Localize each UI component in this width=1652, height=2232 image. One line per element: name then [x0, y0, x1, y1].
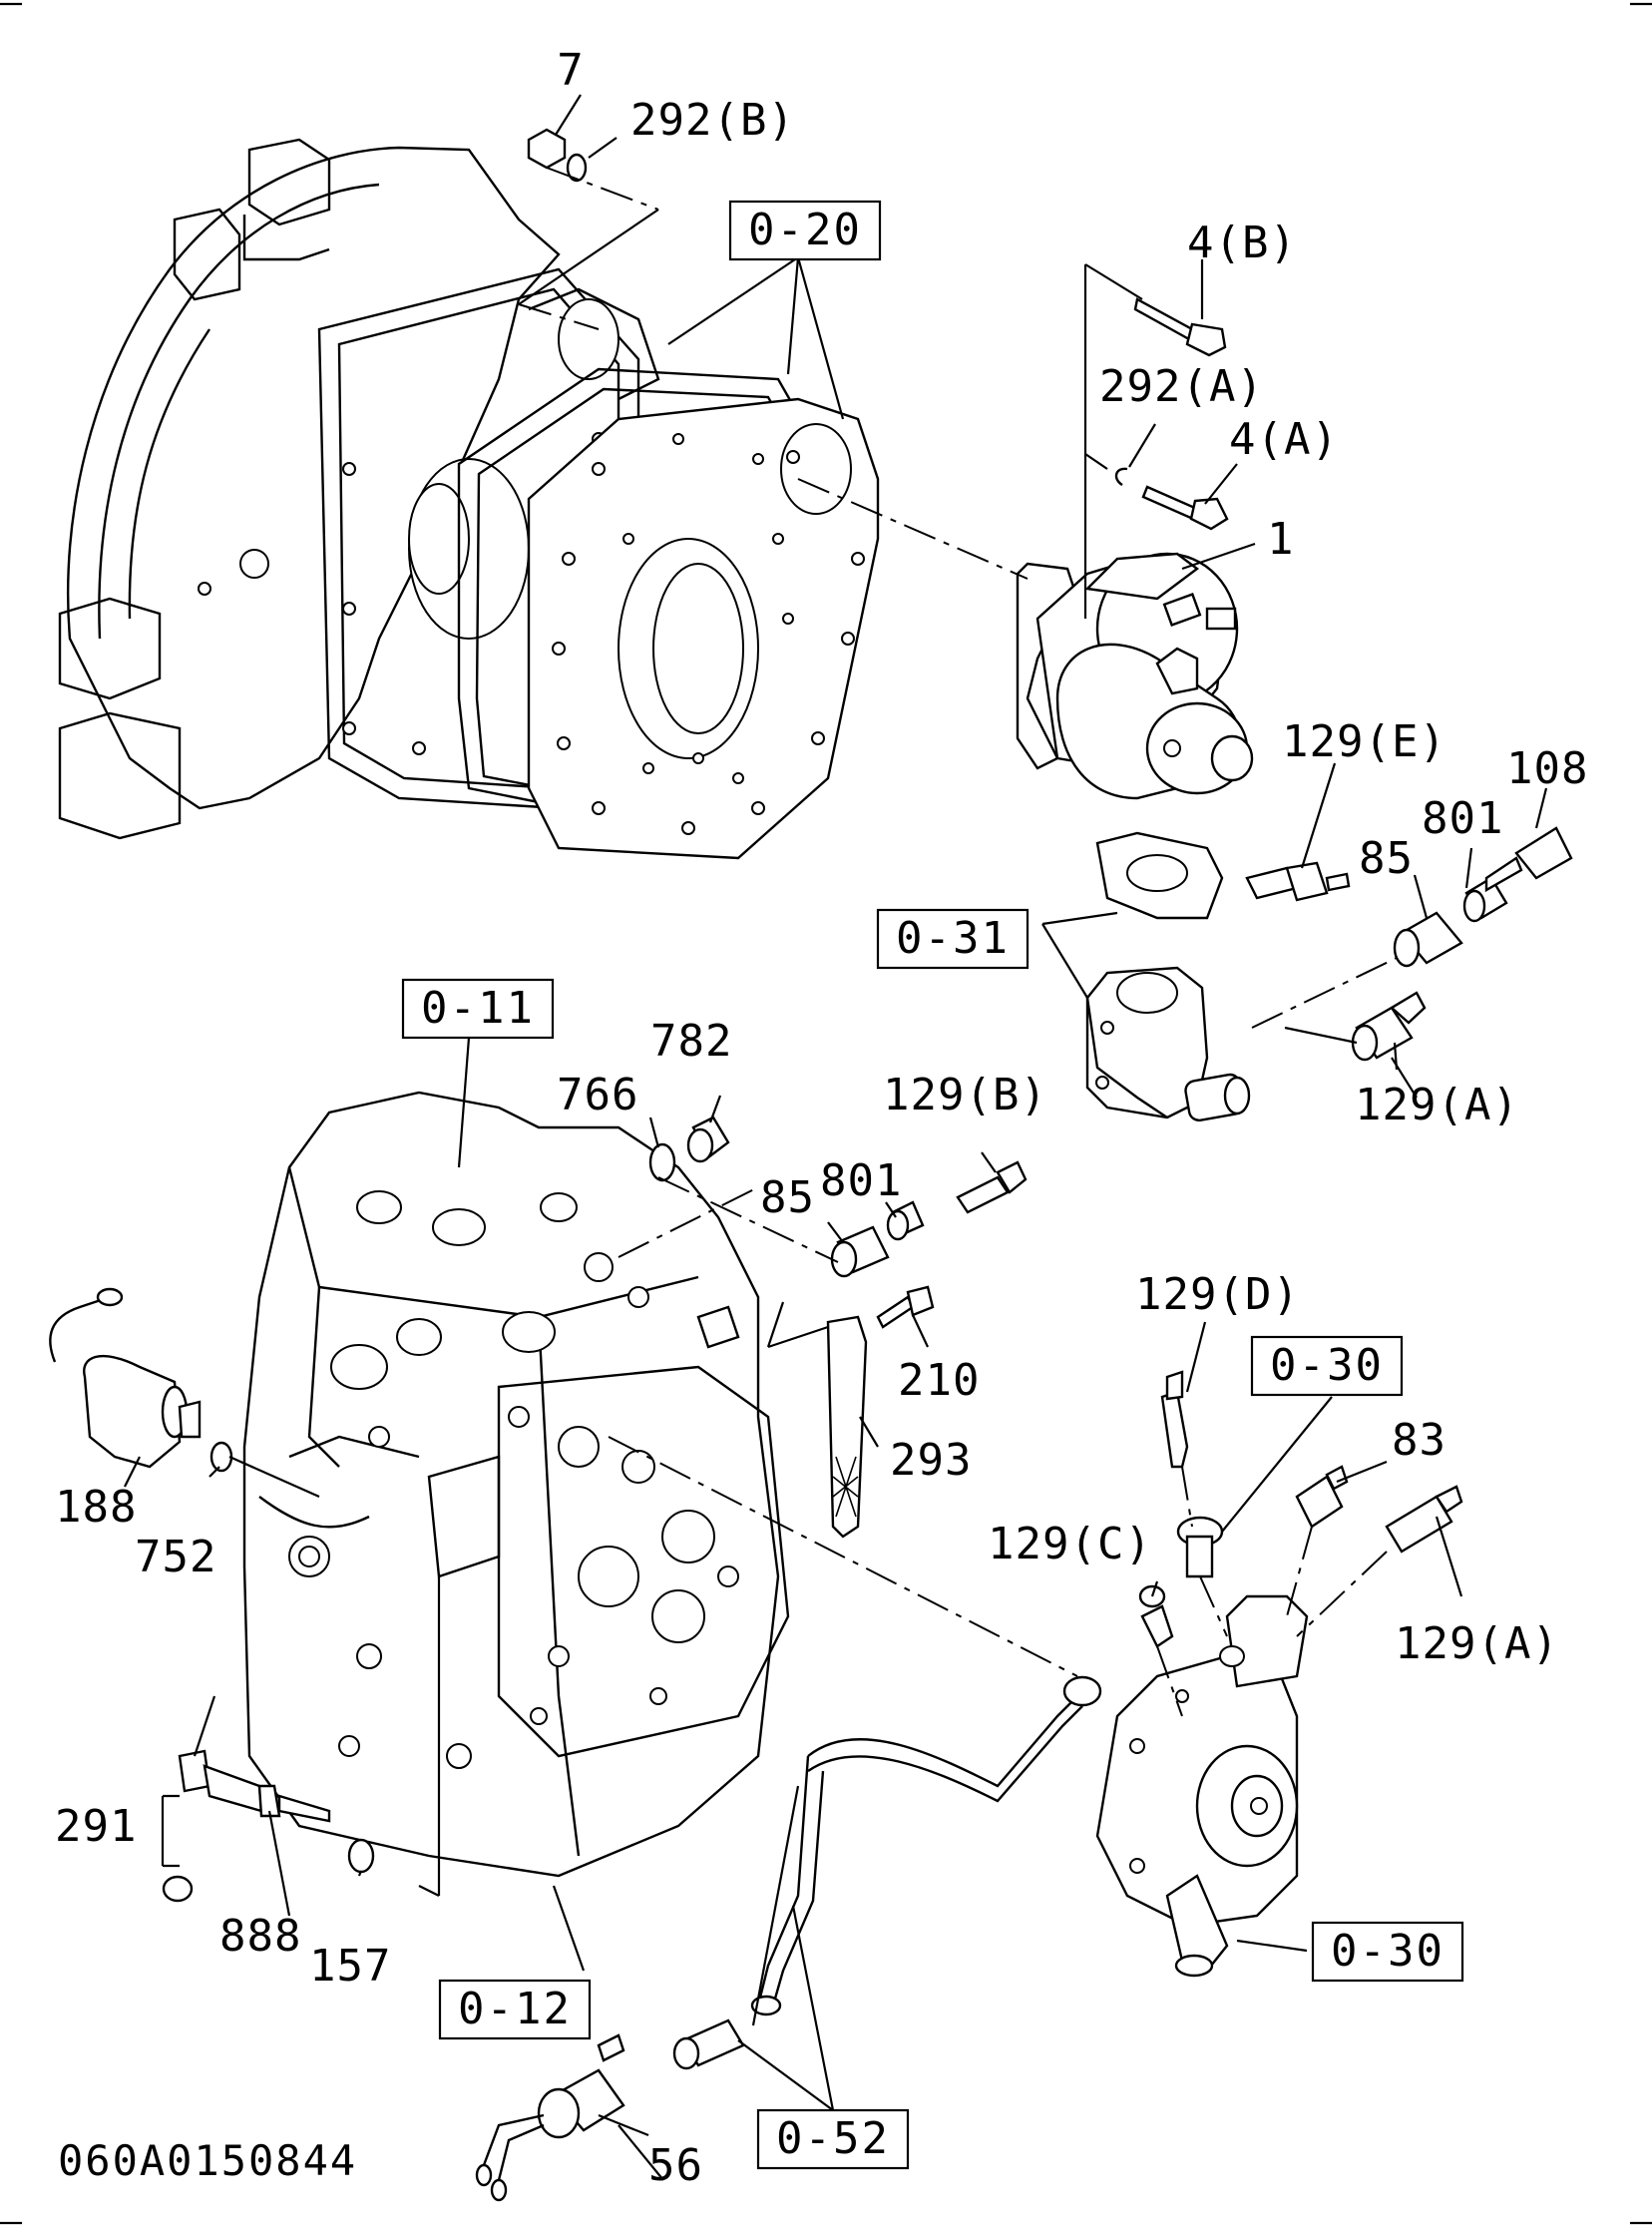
- pump-sender-cluster: [1138, 1370, 1463, 1717]
- part-label-292b: 292(B): [630, 95, 795, 146]
- ref-label-0-30-lower: 0-30: [1331, 1926, 1445, 1977]
- solenoid-188-and-washer-752: [49, 1287, 320, 1499]
- ref-box-0-31: 0-31: [876, 908, 1030, 970]
- part-label-7: 7: [557, 45, 585, 96]
- part-label-129a-lower: 129(A): [1395, 1618, 1559, 1669]
- part-label-129c: 129(C): [988, 1519, 1152, 1569]
- part-label-85-upper: 85: [1359, 833, 1414, 884]
- ref-label-0-52: 0-52: [776, 2113, 890, 2164]
- part-label-782: 782: [650, 1016, 732, 1067]
- ref-box-0-20: 0-20: [728, 200, 882, 261]
- leader-lines: [124, 94, 1548, 2181]
- thermostat-housing-drawing: [1041, 831, 1398, 1122]
- part-label-293: 293: [890, 1435, 972, 1486]
- ref-label-0-20: 0-20: [748, 205, 862, 255]
- part-label-108: 108: [1506, 743, 1588, 794]
- part-label-4b: 4(B): [1187, 218, 1297, 268]
- sender-fittings-top-right: [1245, 762, 1573, 1099]
- ref-box-0-52: 0-52: [756, 2108, 910, 2170]
- flywheel-housing-drawing: [58, 138, 660, 840]
- bolt-210-and-bracket-293: [766, 1285, 935, 1539]
- ref-label-0-11: 0-11: [421, 983, 535, 1034]
- part-label-292a: 292(A): [1099, 361, 1264, 412]
- ref-box-0-30-lower: 0-30: [1311, 1921, 1464, 1983]
- block-fittings: [648, 1116, 1028, 1278]
- part-label-85-lower: 85: [760, 1172, 815, 1223]
- part-label-83: 83: [1392, 1415, 1446, 1466]
- stop-solenoid-rod-parts: [161, 1576, 441, 1903]
- engine-block-drawing: [242, 1091, 1078, 1878]
- starter-bolts: [1083, 263, 1229, 619]
- ref-box-0-30-upper: 0-30: [1250, 1335, 1404, 1397]
- part-label-129d: 129(D): [1135, 1269, 1300, 1320]
- ref-label-0-30-upper: 0-30: [1270, 1340, 1384, 1391]
- part-label-210: 210: [898, 1355, 980, 1406]
- ref-box-0-12: 0-12: [438, 1979, 592, 2040]
- sender-56-drawing: [475, 2068, 649, 2202]
- ref-label-0-12: 0-12: [458, 1984, 572, 2034]
- part-label-129b: 129(B): [883, 1070, 1047, 1120]
- part-label-1: 1: [1267, 514, 1295, 565]
- part-labels: 7 292(B) 4(B) 292(A) 4(A) 1 129(E) 108 8…: [55, 45, 1588, 2191]
- part-label-157: 157: [309, 1941, 391, 1992]
- drawing-code: 060A0150844: [58, 2136, 357, 2185]
- part-label-291: 291: [55, 1801, 137, 1852]
- ref-box-0-11: 0-11: [401, 978, 555, 1040]
- part-label-752: 752: [135, 1532, 216, 1582]
- part-label-888: 888: [219, 1911, 301, 1962]
- part-label-129a-upper: 129(A): [1355, 1080, 1519, 1130]
- part-label-766: 766: [557, 1070, 638, 1120]
- seal-plate-drawing: [527, 397, 880, 860]
- ref-label-0-31: 0-31: [896, 913, 1010, 964]
- pipes: [597, 1675, 1102, 2070]
- part-label-56: 56: [648, 2140, 703, 2191]
- part-label-129e: 129(E): [1282, 716, 1446, 767]
- water-pump-drawing: [1095, 1594, 1309, 1978]
- nut-7-and-washer-292b: [518, 128, 659, 330]
- part-label-4a: 4(A): [1229, 414, 1339, 465]
- part-label-801-lower: 801: [820, 1155, 902, 1206]
- part-label-188: 188: [55, 1482, 137, 1533]
- part-label-801-upper: 801: [1422, 793, 1503, 844]
